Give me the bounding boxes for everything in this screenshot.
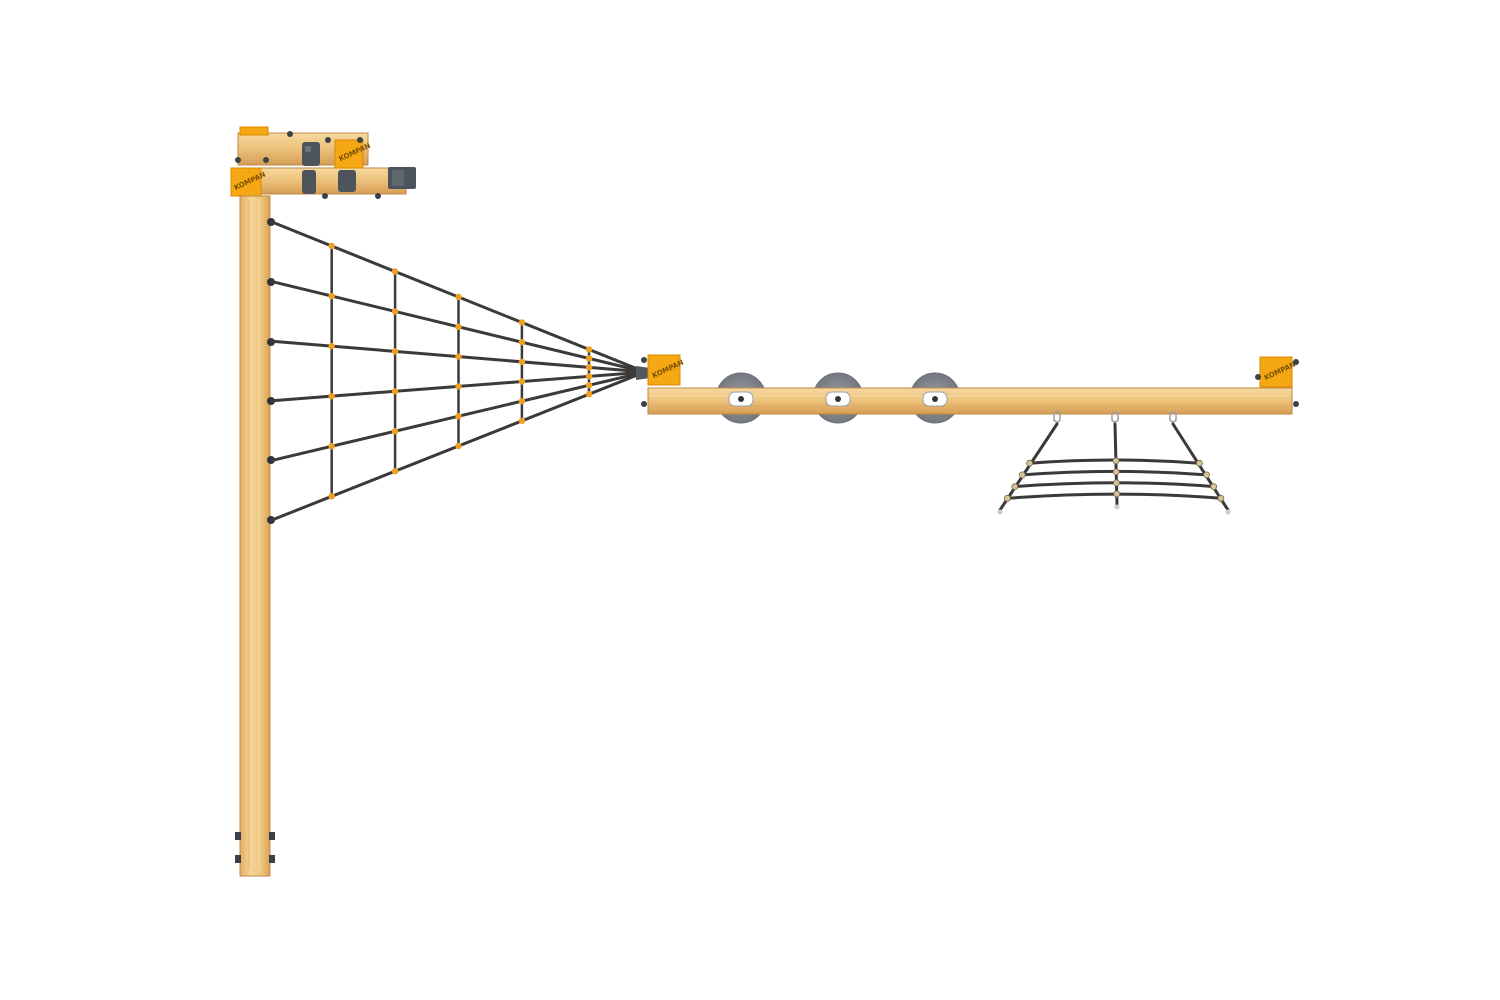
net-knot (391, 308, 399, 315)
net-knot (455, 383, 462, 390)
net-knot (455, 442, 462, 450)
net-knot (585, 391, 593, 398)
net-knot (518, 319, 526, 326)
bracket-icon: KOMPAN (647, 354, 685, 386)
net-knot (518, 338, 526, 346)
net-knot (391, 467, 399, 475)
carabiner-icon (1111, 411, 1119, 423)
ladder-knot (1112, 457, 1120, 465)
bolt-icon (641, 357, 1299, 407)
ladder-knot (1210, 483, 1218, 491)
ladder-end-ferrule (1225, 509, 1231, 515)
climbing-hold-icon (302, 142, 320, 166)
ladder-knot (1018, 471, 1026, 479)
ladder-knot (1026, 459, 1034, 467)
net-knot (328, 342, 335, 350)
vertical-post (235, 195, 275, 877)
ladder-knot (1112, 468, 1120, 476)
carabiner-icon (1053, 411, 1061, 423)
net-knot (455, 323, 462, 330)
net-knot (328, 242, 335, 250)
net-knot (328, 292, 335, 300)
net-apex-clamp (636, 366, 650, 380)
horizontal-beam: KOMPAN KOMPAN (641, 354, 1299, 424)
net-knot (585, 355, 593, 362)
ladder-knot (1217, 494, 1225, 502)
net-knot (455, 293, 462, 301)
top-platform: KOMPAN KOMPAN (230, 126, 416, 199)
ladder-end-ferrule (1114, 504, 1120, 510)
platform-top-bracket (239, 126, 269, 136)
ladder-knot (1113, 490, 1121, 498)
net-knot (585, 364, 593, 371)
net-knot (391, 268, 399, 275)
disc-mount (922, 391, 948, 407)
bracket-icon: KOMPAN (334, 139, 372, 169)
net-knot (391, 348, 399, 355)
bolt-icon (235, 131, 381, 199)
ladder-knot (1004, 494, 1011, 502)
ladder-knot (1203, 471, 1210, 479)
bracket-icon: KOMPAN (1259, 356, 1297, 388)
climbing-hold-icon (388, 167, 416, 189)
net-knot (585, 373, 593, 380)
net-knot (518, 378, 526, 385)
climbing-hold-icon (338, 170, 356, 192)
net-knot (518, 417, 526, 425)
platform-front-beam (237, 167, 407, 195)
bracket-icon: KOMPAN (230, 167, 267, 197)
climbing-hold-icon (302, 170, 316, 194)
ladder-end-ferrule (997, 509, 1003, 515)
bolt-icon (235, 832, 275, 863)
net-knot (391, 388, 399, 395)
rope-ladder (997, 411, 1231, 515)
spider-net (270, 220, 650, 522)
net-knot (328, 443, 335, 450)
net-knot (518, 358, 526, 366)
net-knot (518, 397, 526, 405)
ladder-knot (1011, 483, 1019, 491)
net-knot (328, 392, 335, 400)
ladder-knot (1196, 459, 1203, 467)
ladder-knot (1113, 479, 1120, 487)
disc-mount (825, 391, 851, 407)
net-knot (455, 353, 462, 360)
net-knot (328, 493, 335, 500)
net-knot (585, 382, 593, 389)
net-knot (391, 428, 399, 435)
carabiner-icon (1169, 411, 1177, 423)
disc-mount (728, 391, 754, 407)
net-knot (585, 346, 593, 353)
net-knot (455, 413, 462, 420)
